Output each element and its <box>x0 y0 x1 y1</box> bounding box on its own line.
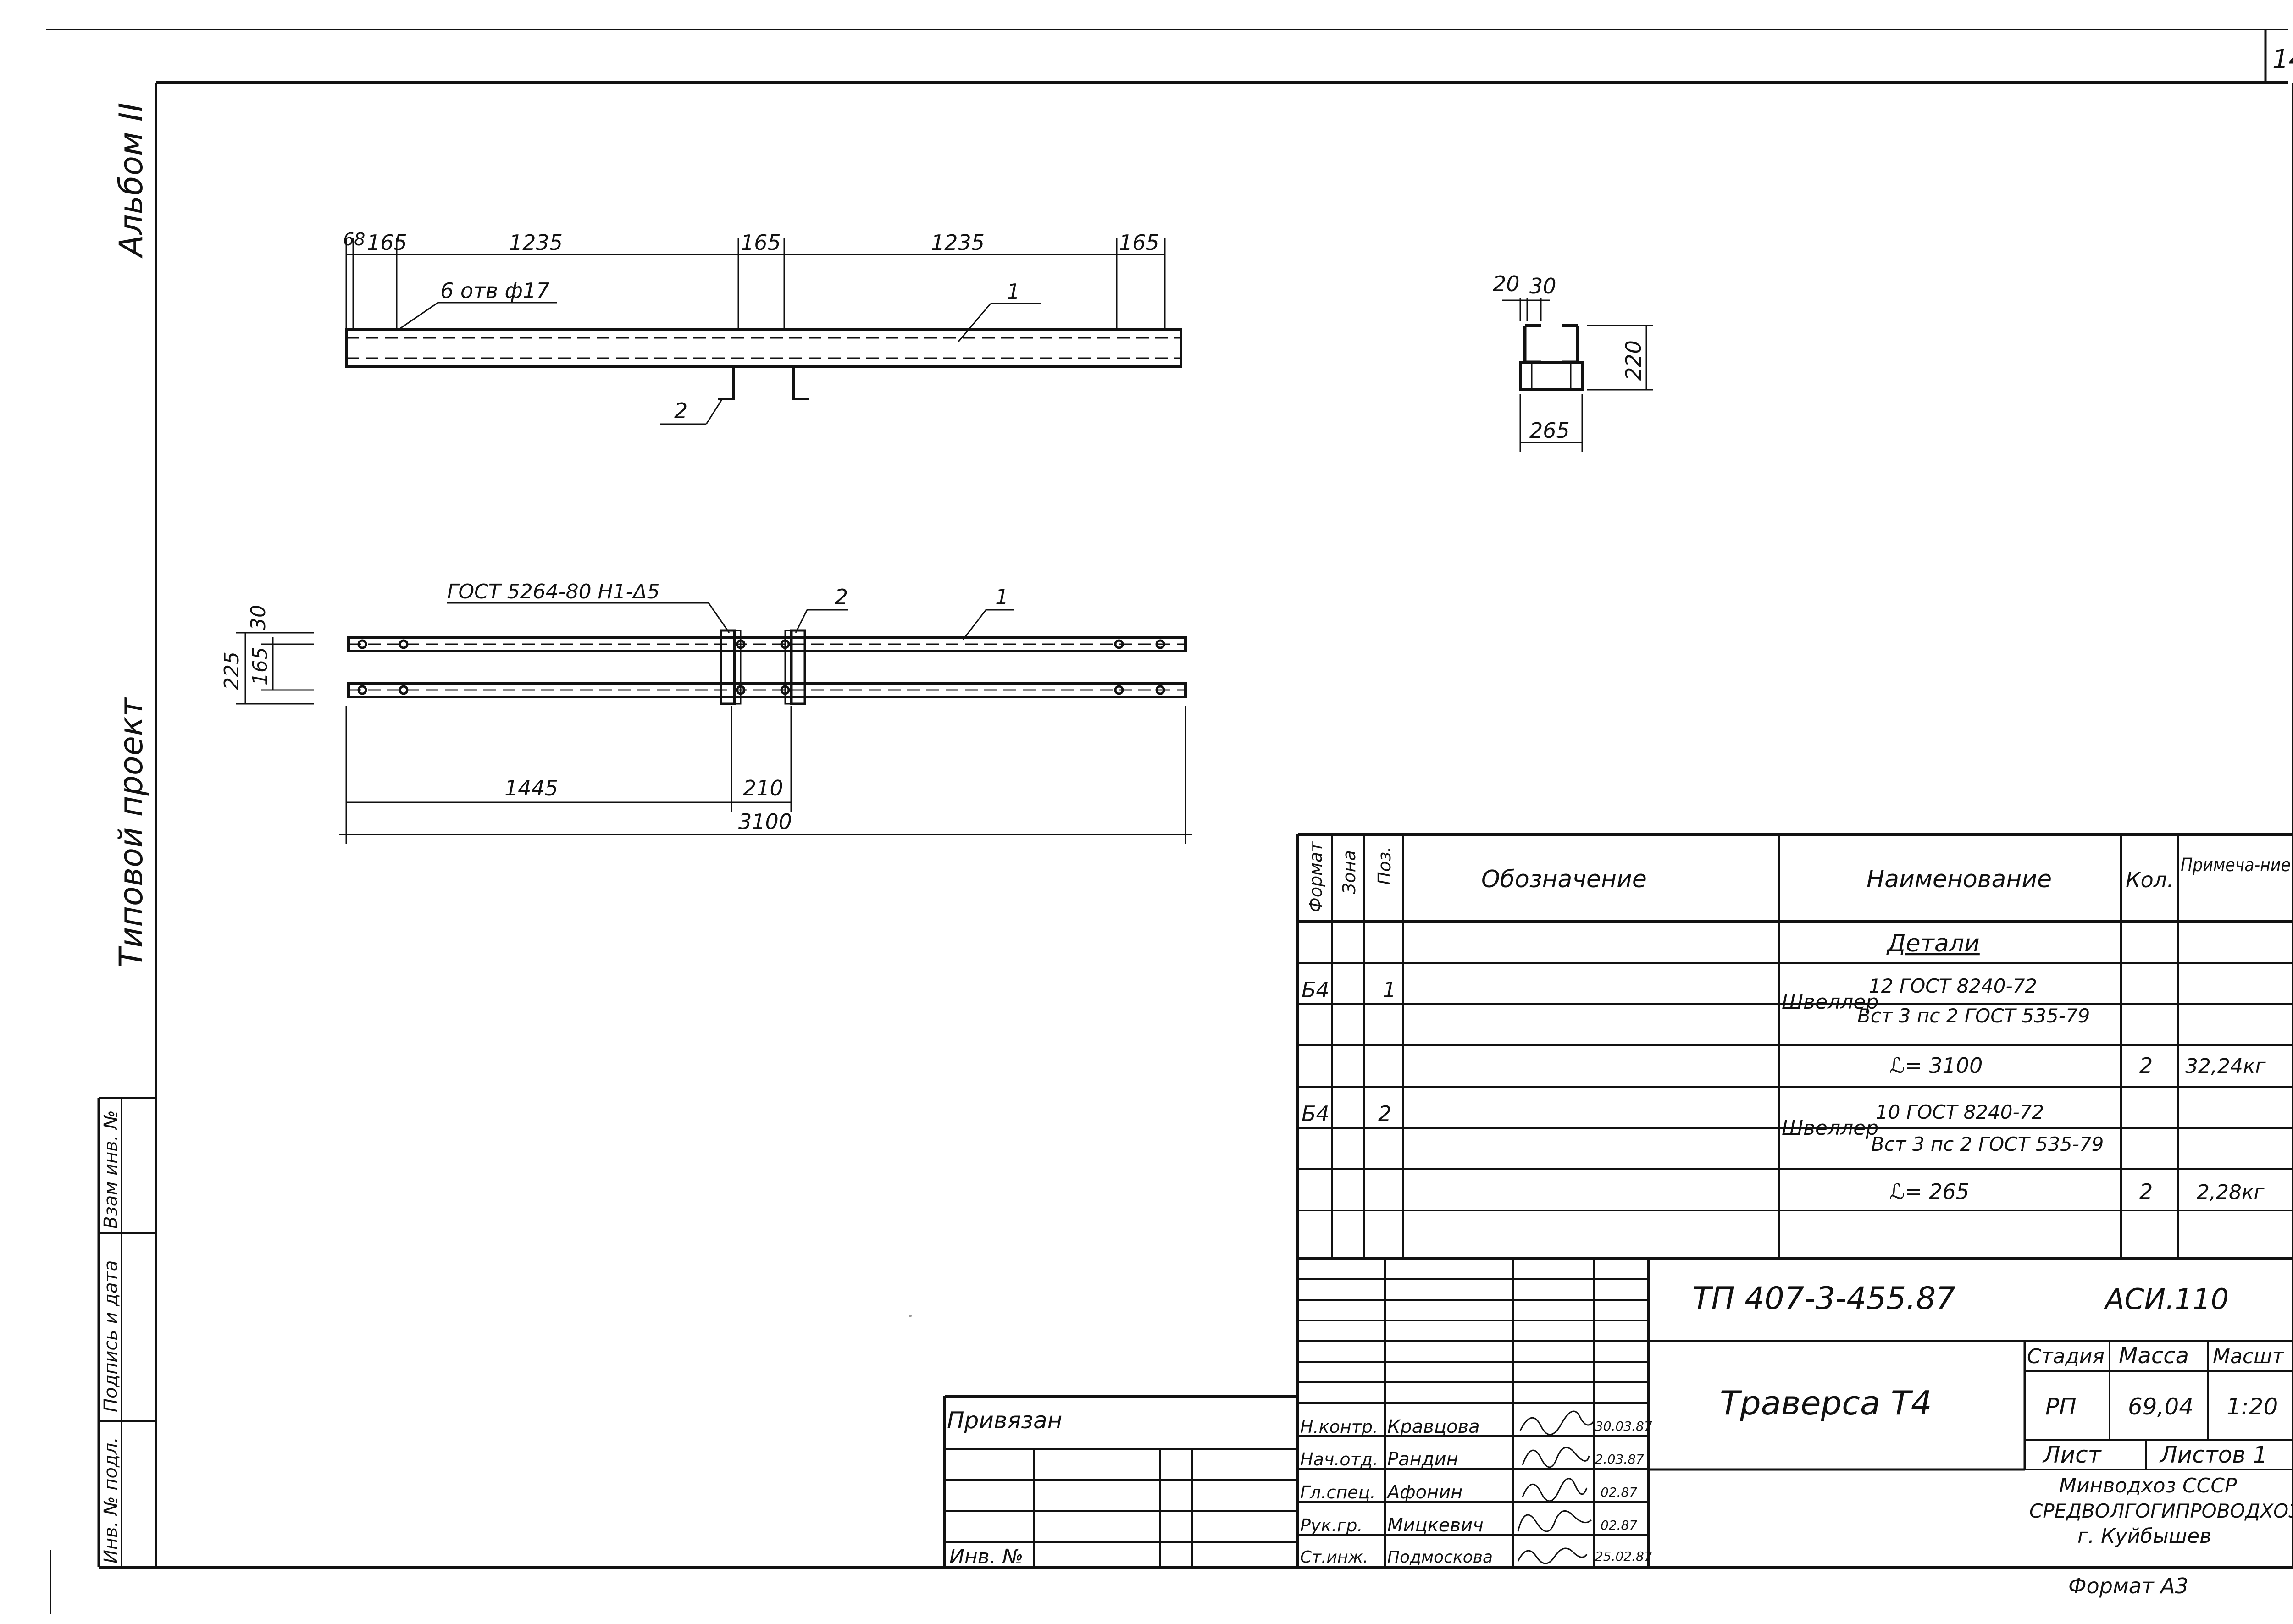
doc-code: ТП 407-3-455.87 <box>1692 1281 1955 1317</box>
scale-value: 1:20 <box>2227 1393 2278 1420</box>
sig-name-1: Кравцова <box>1387 1416 1480 1437</box>
drawing-title: Траверса Т4 <box>1720 1384 1932 1422</box>
hdr-designation: Обозначение <box>1481 866 1647 893</box>
plan-pos-1: 1 <box>995 585 1008 609</box>
sig-date-3: 02.87 <box>1601 1485 1637 1500</box>
mass-value: 69,04 <box>2128 1393 2193 1420</box>
row3-name-prefix: Швеллер <box>1782 1116 1878 1140</box>
project-type-label: Типовой проект <box>112 697 150 967</box>
plan-dim-225: 225 <box>220 652 244 690</box>
plan-dim-210: 210 <box>743 776 783 801</box>
sec-dim-30: 30 <box>1529 274 1556 298</box>
holes-note: 6 отв ф17 <box>440 278 549 303</box>
sig-role-1: Н.контр. <box>1300 1417 1378 1437</box>
album-label: Альбом II <box>112 103 150 259</box>
row4-qty: 2 <box>2139 1179 2153 1204</box>
row3-pos: 2 <box>1378 1101 1391 1126</box>
sheet-label: Лист <box>2042 1442 2102 1468</box>
sig-name-2: Рандин <box>1387 1449 1458 1470</box>
mass-label: Масса <box>2119 1343 2189 1369</box>
pos-2-label: 2 <box>674 398 687 423</box>
row1-name-top: 12 ГОСТ 8240-72 <box>1869 975 2037 997</box>
plan-view <box>236 602 1192 844</box>
sec-dim-265: 265 <box>1529 418 1570 443</box>
signature-mark-5 <box>1517 1547 1588 1564</box>
dim-165-c: 165 <box>1119 230 1159 255</box>
org-line2: СРЕДВОЛГОГИПРОВОДХОЗ <box>2029 1500 2293 1522</box>
plan-dim-1445: 1445 <box>504 776 558 801</box>
tied-label: Привязан <box>947 1407 1062 1434</box>
signature-mark-3 <box>1522 1478 1588 1502</box>
row2-note: 32,24кг <box>2185 1055 2266 1078</box>
hdr-pos: Поз. <box>1374 846 1395 885</box>
sig-date-4: 02.87 <box>1601 1518 1637 1533</box>
dim-165-b: 165 <box>741 230 781 255</box>
plan-dim-165: 165 <box>249 647 272 685</box>
dim-1235-b: 1235 <box>931 230 985 255</box>
hdr-format: Формат <box>1306 841 1326 912</box>
sig-name-5: Подмоскова <box>1387 1548 1493 1567</box>
stamp-label-sign: Подпись и дата <box>100 1260 122 1412</box>
row2-length: ℒ= 3100 <box>1889 1053 1983 1078</box>
spec-table-lines <box>1296 833 2293 1567</box>
doc-suffix: АСИ.110 <box>2103 1282 2229 1316</box>
stage-label: Стадия <box>2027 1345 2105 1368</box>
signature-mark-2 <box>1522 1447 1590 1468</box>
row4-length: ℒ= 265 <box>1889 1179 1969 1204</box>
plan-dim-3100: 3100 <box>738 809 792 834</box>
sig-name-3: Афонин <box>1386 1482 1462 1503</box>
sig-date-1: 30.03.87 <box>1595 1419 1652 1434</box>
dim-68: 68 <box>343 229 365 249</box>
hdr-note: Примеча-ние <box>2181 855 2291 876</box>
signature-mark-4 <box>1517 1510 1592 1532</box>
row1-format: Б4 <box>1302 978 1329 1002</box>
sheet-frame <box>46 29 2293 1614</box>
sec-dim-220: 220 <box>1621 340 1646 381</box>
signature-rows: Н.контр. Кравцова 30.03.87 Нач.отд. Ранд… <box>1300 1410 1652 1567</box>
top-view <box>345 238 1182 425</box>
stamp-label-inv: Инв. № подл. <box>100 1437 122 1563</box>
row3-name-top: 10 ГОСТ 8240-72 <box>1876 1101 2044 1123</box>
sig-date-5: 25.02.87 <box>1595 1549 1652 1564</box>
plan-pos-2: 2 <box>835 585 848 609</box>
sig-role-4: Рук.гр. <box>1300 1515 1363 1536</box>
hdr-name: Наименование <box>1867 866 2052 893</box>
row1-pos: 1 <box>1383 978 1396 1002</box>
inv-label: Инв. № <box>949 1545 1023 1569</box>
hdr-zone: Зона <box>1339 850 1359 894</box>
scan-speck <box>909 1315 912 1317</box>
stage-value: РП <box>2045 1393 2077 1420</box>
stamp-label-replace: Взам инв. № <box>100 1110 122 1229</box>
hdr-qty: Кол. <box>2126 867 2174 892</box>
format-note: Формат А3 <box>2068 1574 2188 1598</box>
signature-mark-1 <box>1519 1410 1595 1436</box>
row3-format: Б4 <box>1302 1101 1329 1126</box>
sig-role-2: Нач.отд. <box>1300 1449 1378 1469</box>
scale-label: Масшт <box>2213 1345 2284 1368</box>
section-view <box>1502 298 1653 452</box>
sig-role-3: Гл.спец. <box>1300 1482 1376 1502</box>
row1-name-bottom: Вст 3 пс 2 ГОСТ 535-79 <box>1857 1005 2090 1027</box>
title-block-lines <box>943 1259 2293 1567</box>
row1-name-prefix: Швеллер <box>1782 990 1878 1014</box>
org-line1: Минводхоз СССР <box>2059 1474 2237 1497</box>
row4-note: 2,28кг <box>2197 1181 2265 1204</box>
sig-name-4: Мицкевич <box>1387 1515 1484 1536</box>
sig-date-2: 2.03.87 <box>1595 1452 1644 1467</box>
org-line3: г. Куйбышев <box>2077 1525 2211 1548</box>
dim-1235-a: 1235 <box>509 230 563 255</box>
section-title: Детали <box>1886 930 1980 957</box>
plan-dim-30: 30 <box>247 605 270 630</box>
sheet-number: 14 <box>2272 44 2293 74</box>
sec-dim-20: 20 <box>1493 271 1520 296</box>
weld-note: ГОСТ 5264-80 Н1-Δ5 <box>447 580 660 603</box>
pos-1-label: 1 <box>1007 279 1020 304</box>
row3-name-bottom: Вст 3 пс 2 ГОСТ 535-79 <box>1871 1133 2104 1155</box>
sheets-label: Листов 1 <box>2159 1442 2267 1468</box>
sig-role-5: Ст.инж. <box>1300 1548 1368 1567</box>
dim-165-a: 165 <box>367 230 407 255</box>
row2-qty: 2 <box>2139 1053 2153 1078</box>
